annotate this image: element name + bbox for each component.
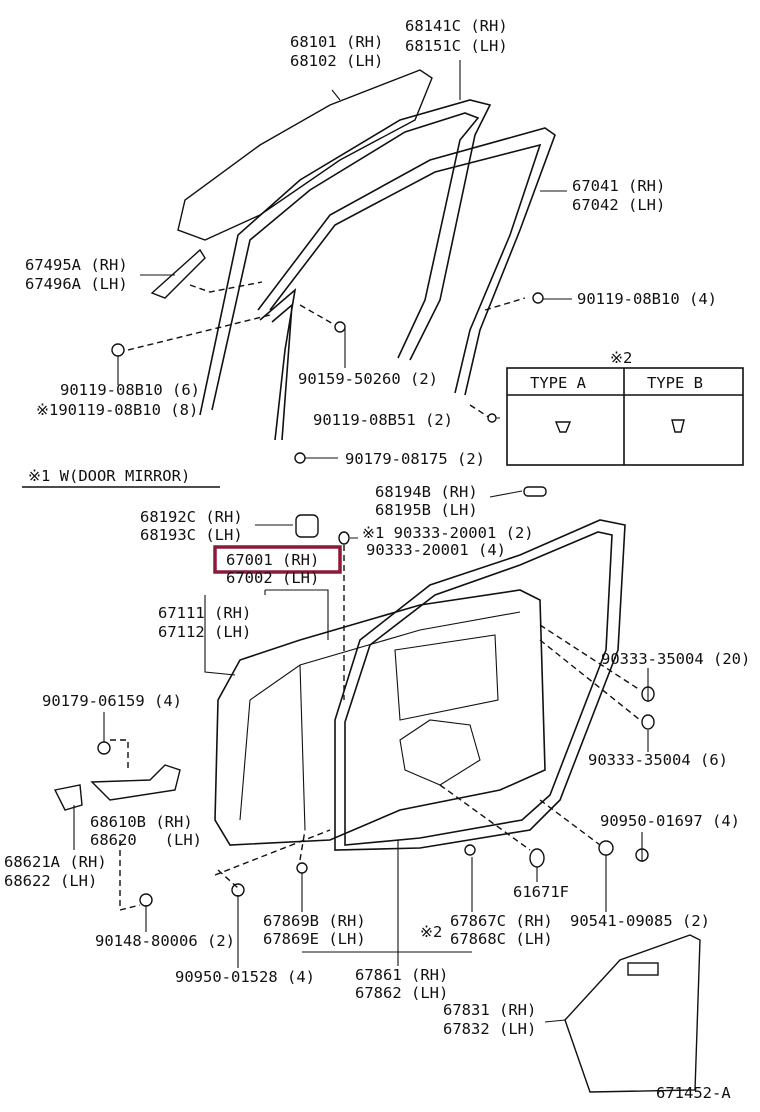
label-run-channel-lh[interactable]: 68151C (LH): [405, 37, 508, 55]
door-check[interactable]: [90, 764, 181, 801]
center-sash: [259, 287, 297, 441]
label-outer-panel-rh[interactable]: 67111 (RH): [158, 604, 251, 622]
door-stopper-top[interactable]: [523, 486, 547, 497]
label-bolt-08175[interactable]: 90179-08175 (2): [345, 450, 485, 468]
label-run-channel-rh[interactable]: 68141C (RH): [405, 17, 508, 35]
clip-icon[interactable]: [296, 862, 308, 874]
hole-plug[interactable]: [338, 531, 350, 545]
bolt-icon[interactable]: [334, 321, 346, 333]
label-stopper-top-lh[interactable]: 68195B (LH): [375, 501, 478, 519]
label-check-lh[interactable]: 68620 (LH): [90, 831, 202, 849]
door-panel[interactable]: [214, 589, 546, 846]
label-clip-b-rh[interactable]: 67869B (RH): [263, 912, 366, 930]
plug-icon[interactable]: [641, 714, 655, 730]
bolt-icon[interactable]: [487, 413, 497, 423]
door-check-cover[interactable]: [53, 784, 83, 811]
clip-icon[interactable]: [464, 844, 476, 856]
label-frame-rh[interactable]: 67041 (RH): [572, 177, 665, 195]
label-check-cover-lh[interactable]: 68622 (LH): [4, 872, 97, 890]
label-stopper-top-rh[interactable]: 68194B (RH): [375, 483, 478, 501]
corner-cover[interactable]: [150, 248, 206, 299]
label-door-panel-rh[interactable]: 67001 (RH): [226, 551, 319, 569]
label-bolt-4[interactable]: 90119-08B10 (4): [577, 290, 717, 308]
diagram-id: 671452-A: [656, 1084, 731, 1102]
label-plug-01697[interactable]: 90950-01697 (4): [600, 812, 740, 830]
label-bolt-80006[interactable]: 90148-80006 (2): [95, 932, 235, 950]
label-frame-lh[interactable]: 67042 (LH): [572, 196, 665, 214]
clip-note: ※2: [420, 923, 442, 941]
run-channel[interactable]: [199, 99, 492, 416]
bolt-icon[interactable]: [294, 452, 306, 464]
label-corner-rh[interactable]: 67495A (RH): [25, 256, 128, 274]
label-plug-09085[interactable]: 90541-09085 (2): [570, 912, 710, 930]
frame-molding[interactable]: [257, 127, 556, 396]
nut-icon[interactable]: [97, 741, 111, 755]
label-check-rh[interactable]: 68610B (RH): [90, 813, 193, 831]
label-plug-01528[interactable]: 90950-01528 (4): [175, 968, 315, 986]
window-glass[interactable]: [177, 69, 433, 241]
plug-icon[interactable]: [231, 883, 245, 897]
label-service-cover-lh[interactable]: 67832 (LH): [443, 1020, 536, 1038]
highlight-box: [213, 545, 342, 574]
label-service-cover-rh[interactable]: 67831 (RH): [443, 1001, 536, 1019]
service-hole-cover[interactable]: [564, 934, 701, 1093]
label-bolt-8[interactable]: ※190119-08B10 (8): [36, 401, 198, 419]
clip-type-a-icon: [554, 421, 572, 433]
door-weatherstrip[interactable]: [334, 519, 626, 851]
type-table: [506, 367, 744, 466]
label-plug-2[interactable]: ※1 90333-20001 (2): [362, 524, 534, 542]
label-outer-panel-lh[interactable]: 67112 (LH): [158, 623, 251, 641]
label-glass-lh[interactable]: 68102 (LH): [290, 52, 383, 70]
label-check-cover-rh[interactable]: 68621A (RH): [4, 853, 107, 871]
bolt-icon[interactable]: [111, 343, 125, 357]
label-stopper-side-lh[interactable]: 68193C (LH): [140, 526, 243, 544]
plug-icon[interactable]: [529, 848, 545, 868]
label-nut-06159[interactable]: 90179-06159 (4): [42, 692, 182, 710]
label-clip-c-rh[interactable]: 67867C (RH): [450, 912, 553, 930]
label-door-panel-lh[interactable]: 67002 (LH): [226, 569, 319, 587]
label-clip-c-lh[interactable]: 67868C (LH): [450, 930, 553, 948]
label-stopper-side-rh[interactable]: 68192C (RH): [140, 508, 243, 526]
bolt-icon[interactable]: [139, 893, 153, 907]
label-plug-20[interactable]: 90333-35004 (20): [601, 650, 750, 668]
bolt-icon[interactable]: [532, 292, 544, 304]
label-plug-6[interactable]: 90333-35004 (6): [588, 751, 728, 769]
clip-type-b-icon: [671, 419, 685, 433]
label-plug-4[interactable]: 90333-20001 (4): [366, 541, 506, 559]
plug-icon[interactable]: [598, 840, 614, 856]
label-bolt-6[interactable]: 90119-08B10 (6): [60, 381, 200, 399]
label-hole-plug[interactable]: 61671F: [513, 883, 569, 901]
leader-lines: [73, 490, 649, 1023]
note-door-mirror: ※1 W(DOOR MIRROR): [28, 467, 190, 485]
label-bolt-50260[interactable]: 90159-50260 (2): [298, 370, 438, 388]
leader-dashed: [127, 281, 526, 419]
label-glass-rh[interactable]: 68101 (RH): [290, 33, 383, 51]
label-clip-b-lh[interactable]: 67869E (LH): [263, 930, 366, 948]
leader-dashed: [110, 545, 641, 911]
label-bolt-08b51[interactable]: 90119-08B51 (2): [313, 411, 453, 429]
label-corner-lh[interactable]: 67496A (LH): [25, 275, 128, 293]
label-weatherstrip-lh[interactable]: 67862 (LH): [355, 984, 448, 1002]
table-header-type-a: TYPE A: [530, 374, 587, 392]
cover-label-icon: [627, 962, 659, 976]
table-header-type-b: TYPE B: [647, 374, 703, 392]
label-weatherstrip-rh[interactable]: 67861 (RH): [355, 966, 448, 984]
table-note: ※2: [610, 349, 632, 367]
door-stopper[interactable]: [295, 514, 319, 538]
